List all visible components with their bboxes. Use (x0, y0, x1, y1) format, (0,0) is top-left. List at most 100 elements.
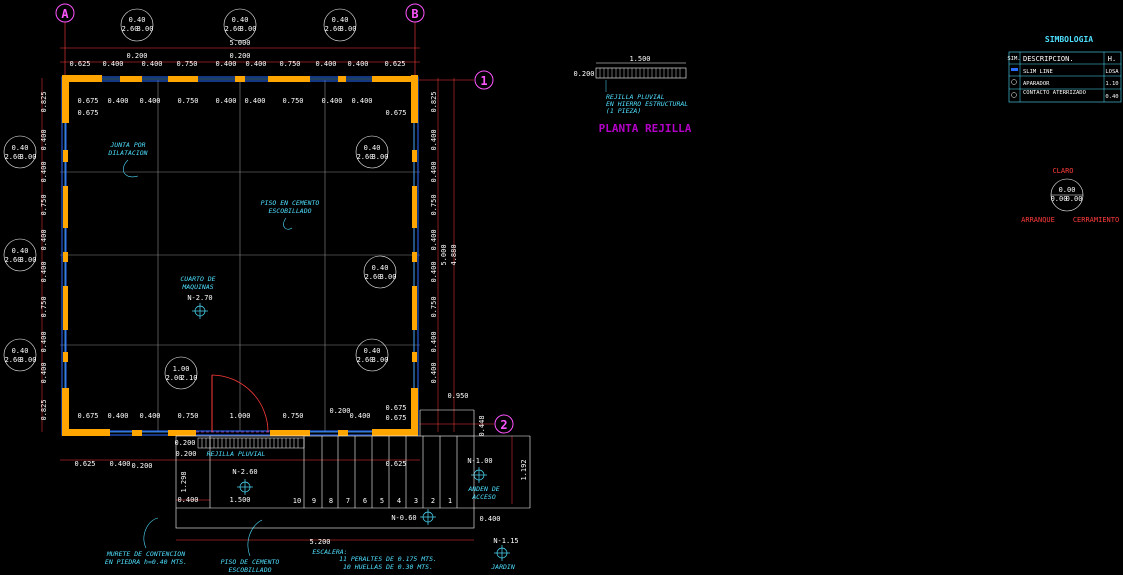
svg-text:CLARO: CLARO (1052, 167, 1073, 175)
svg-text:0.675: 0.675 (385, 414, 406, 422)
svg-text:EN HIERRO ESTRUCTURAL: EN HIERRO ESTRUCTURAL (606, 100, 688, 108)
rejilla-detail: 1.500 0.200 REJILLA PLUVIAL EN HIERRO ES… (573, 55, 691, 135)
svg-text:0.00: 0.00 (1066, 195, 1083, 203)
svg-text:5: 5 (380, 497, 384, 505)
svg-text:0.40: 0.40 (364, 347, 381, 355)
svg-text:0.400: 0.400 (215, 60, 236, 68)
svg-text:9: 9 (312, 497, 316, 505)
svg-text:A: A (61, 7, 69, 21)
svg-text:0.625: 0.625 (69, 60, 90, 68)
svg-text:0.750: 0.750 (430, 194, 438, 215)
svg-text:1.10: 1.10 (1105, 81, 1118, 87)
room-notes: JUNTA POR DILATACION PISO EN CEMENTO ESC… (107, 141, 319, 302)
svg-text:0.400: 0.400 (177, 496, 198, 504)
stair-step-numbers: 10 9 8 7 6 5 4 3 2 1 (293, 497, 452, 505)
svg-text:0.400: 0.400 (40, 362, 48, 383)
svg-text:1.000: 1.000 (229, 412, 250, 420)
svg-text:B: B (411, 7, 418, 21)
svg-text:4: 4 (397, 497, 401, 505)
svg-text:1.500: 1.500 (229, 496, 250, 504)
svg-text:0.400: 0.400 (321, 97, 342, 105)
svg-text:0.400: 0.400 (139, 97, 160, 105)
bottom-interior-dimensions: 0.675 0.400 0.400 0.750 1.000 0.750 0.20… (77, 392, 486, 437)
door-swing (196, 374, 270, 433)
svg-text:3.00: 3.00 (20, 153, 37, 161)
svg-text:0.400: 0.400 (430, 331, 438, 352)
legend-table: SIMBOLOGIA SIM. DESCRIPCION. H. SLIM LIN… (1007, 35, 1122, 103)
svg-text:0.448: 0.448 (478, 415, 486, 436)
svg-text:5.000: 5.000 (440, 244, 448, 265)
svg-text:0.750: 0.750 (282, 412, 303, 420)
callout-door: 1.00 2.00 2.10 (166, 365, 198, 382)
svg-text:SLIM LINE: SLIM LINE (1023, 69, 1053, 75)
svg-text:0.400: 0.400 (40, 129, 48, 150)
svg-text:2.60: 2.60 (122, 25, 139, 33)
axis-bubble-2: 2 (494, 414, 514, 434)
svg-text:10 HUELLAS DE 0.30 MTS.: 10 HUELLAS DE 0.30 MTS. (343, 563, 433, 571)
svg-text:0.00: 0.00 (1051, 195, 1068, 203)
svg-text:0.40: 0.40 (232, 16, 249, 24)
inner-top-dimensions: 0.675 0.400 0.400 0.750 0.400 0.400 0.75… (77, 97, 406, 117)
callout-left-2: 0.40 2.60 3.00 (5, 247, 37, 264)
axis-bubble-b: B (405, 3, 425, 23)
svg-text:0.200: 0.200 (229, 52, 250, 60)
svg-text:0.400: 0.400 (430, 229, 438, 250)
svg-text:0.400: 0.400 (479, 515, 500, 523)
svg-text:0.200: 0.200 (573, 70, 594, 78)
svg-text:PLANTA REJILLA: PLANTA REJILLA (599, 122, 692, 135)
svg-text:2.60: 2.60 (5, 356, 22, 364)
svg-text:SIMBOLOGIA: SIMBOLOGIA (1045, 35, 1093, 44)
svg-text:0.400: 0.400 (215, 97, 236, 105)
svg-text:3.00: 3.00 (137, 25, 154, 33)
svg-text:0.400: 0.400 (40, 261, 48, 282)
callout-top-2: 0.40 2.60 3.00 (225, 16, 257, 33)
svg-text:LOSA: LOSA (1105, 69, 1119, 75)
svg-text:0.400: 0.400 (430, 261, 438, 282)
svg-text:0.825: 0.825 (40, 91, 48, 112)
svg-text:0.200: 0.200 (174, 439, 195, 447)
svg-text:0.40: 0.40 (1105, 94, 1118, 100)
svg-text:CONTACTO ATERRIZADO: CONTACTO ATERRIZADO (1023, 90, 1086, 96)
svg-text:0.675: 0.675 (77, 109, 98, 117)
svg-text:3.00: 3.00 (240, 25, 257, 33)
svg-text:0.400: 0.400 (40, 331, 48, 352)
callout-right-3: 0.40 2.60 3.00 (357, 347, 389, 364)
svg-text:3.00: 3.00 (20, 356, 37, 364)
svg-text:0.40: 0.40 (12, 347, 29, 355)
left-dimensions: 0.825 0.400 0.400 0.750 0.400 0.400 0.75… (40, 91, 48, 420)
callout-left-3: 0.40 2.60 3.00 (5, 347, 37, 364)
svg-text:EN PIEDRA h=0.40 MTS.: EN PIEDRA h=0.40 MTS. (105, 558, 187, 566)
svg-text:0.400: 0.400 (102, 60, 123, 68)
svg-text:0.950: 0.950 (447, 392, 468, 400)
svg-text:DESCRIPCION.: DESCRIPCION. (1023, 55, 1074, 63)
svg-text:ANDEN DE: ANDEN DE (467, 485, 499, 493)
svg-text:1: 1 (480, 74, 487, 88)
svg-text:0.40: 0.40 (129, 16, 146, 24)
svg-text:0.675: 0.675 (385, 404, 406, 412)
svg-text:0.750: 0.750 (430, 296, 438, 317)
svg-text:2.60: 2.60 (357, 153, 374, 161)
svg-text:MAQUINAS: MAQUINAS (181, 283, 213, 291)
svg-text:0.00: 0.00 (1059, 186, 1076, 194)
svg-text:2.00: 2.00 (166, 374, 183, 382)
svg-text:0.625: 0.625 (384, 60, 405, 68)
svg-text:0.400: 0.400 (347, 60, 368, 68)
svg-text:0.200: 0.200 (329, 407, 350, 415)
svg-text:REJILLA PLUVIAL: REJILLA PLUVIAL (606, 93, 665, 101)
window-callout-texts: 0.40 2.60 3.00 0.40 2.60 3.00 0.40 2.60 … (5, 16, 397, 382)
svg-text:1.500: 1.500 (629, 55, 650, 63)
callout-right-1: 0.40 2.60 3.00 (357, 144, 389, 161)
svg-text:2.60: 2.60 (225, 25, 242, 33)
svg-text:0.400: 0.400 (107, 412, 128, 420)
top-dimensions: 5.000 0.200 0.200 0.625 0.400 0.400 0.75… (69, 39, 405, 68)
svg-text:3.00: 3.00 (20, 256, 37, 264)
window-callouts (3, 8, 1084, 390)
svg-text:N-2.70: N-2.70 (187, 294, 212, 302)
svg-text:0.40: 0.40 (12, 144, 29, 152)
svg-text:0.825: 0.825 (40, 399, 48, 420)
svg-text:0.825: 0.825 (430, 91, 438, 112)
svg-text:0.675: 0.675 (385, 109, 406, 117)
exterior-notes: REJILLA PLUVIAL N-2.60 N-1.00 ANDEN DE A… (105, 450, 519, 574)
svg-text:0.750: 0.750 (177, 97, 198, 105)
svg-text:0.400: 0.400 (430, 129, 438, 150)
